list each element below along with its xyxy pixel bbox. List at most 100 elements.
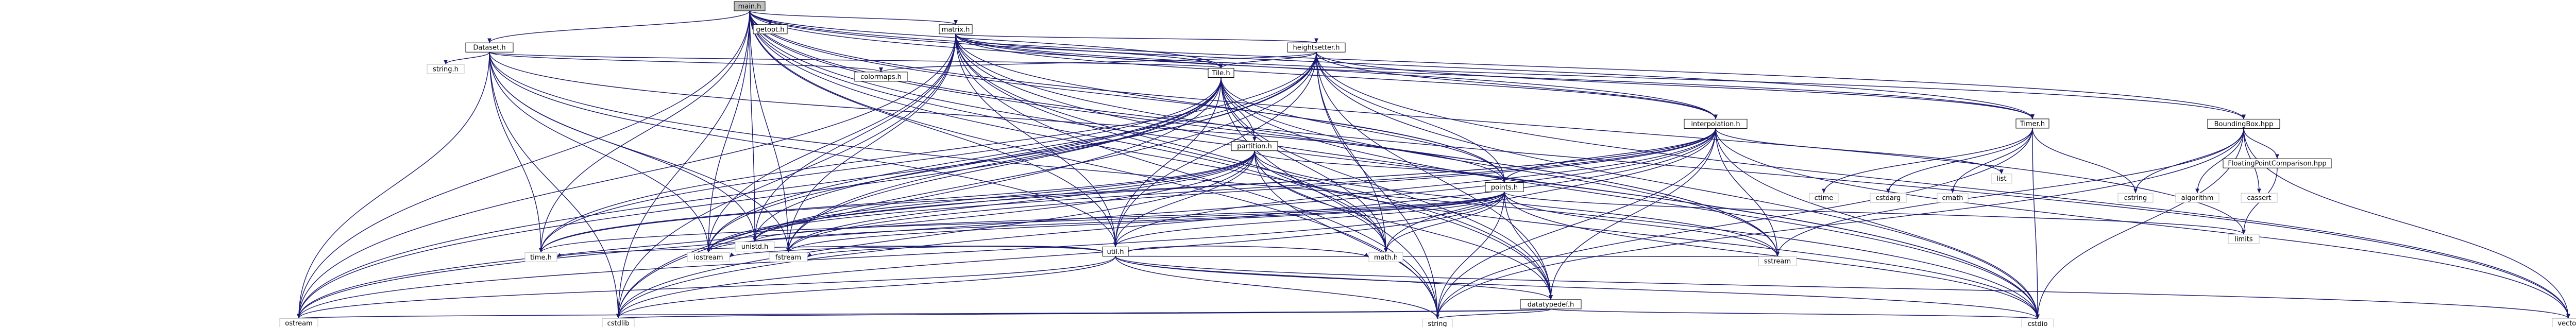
- edge-points-to-datatypedef: [1504, 192, 1553, 300]
- edge-matrix-to-cstdlib: [616, 33, 956, 319]
- edge-matrix-to-datatypedef: [955, 33, 1553, 300]
- node-ostream: ostream: [279, 318, 318, 327]
- node-label-time_h: time.h: [530, 254, 552, 262]
- edge-main-to-sstream: [749, 10, 1780, 257]
- node-box-datatypedef: [1520, 299, 1582, 309]
- edge-heightsetter-to-util: [1113, 52, 1317, 247]
- node-util[interactable]: util.h: [1102, 246, 1129, 256]
- edge-dataset-to-colormaps: [489, 51, 883, 73]
- node-label-util: util.h: [1107, 248, 1124, 256]
- edge-points-to-ostream: [297, 192, 1505, 319]
- edge-heightsetter-to-time_h: [539, 52, 1317, 253]
- node-label-points: points.h: [1491, 184, 1518, 192]
- edge-main-to-points: [749, 10, 1506, 183]
- edge-partition-to-points: [1254, 150, 1506, 183]
- edge-dataset-to-points: [489, 52, 1506, 183]
- edge-matrix-to-fstream: [786, 33, 956, 253]
- edge-matrix-to-points: [955, 33, 1506, 183]
- edge-boundingbox-to-cstdio: [2036, 128, 2244, 319]
- edge-matrix-to-iostream: [706, 33, 956, 253]
- edge-interpolation-to-ostream: [297, 128, 1716, 319]
- node-label-cassert: cassert: [2247, 195, 2271, 202]
- edge-partition-to-cstdio: [1254, 150, 2040, 319]
- edge-points-to-fstream: [786, 192, 1505, 253]
- node-label-colormaps: colormaps.h: [860, 73, 902, 81]
- node-timer[interactable]: Timer.h: [2015, 118, 2049, 129]
- edge-tile-to-sstream: [1221, 77, 1780, 257]
- edge-interpolation-to-iostream: [706, 128, 1716, 253]
- edge-heightsetter-to-colormaps: [879, 51, 1317, 73]
- node-label-interpolation: interpolation.h: [1691, 121, 1740, 128]
- node-box-algorithm: [2175, 193, 2219, 203]
- node-label-tile: Tile.h: [1211, 70, 1230, 77]
- edge-main-to-timer: [749, 10, 2035, 119]
- edge-tile-to-datatypedef: [1221, 77, 1553, 300]
- edge-dataset-to-cstdlib: [489, 52, 620, 319]
- node-heightsetter[interactable]: heightsetter.h: [1287, 42, 1346, 53]
- node-partition[interactable]: partition.h: [1231, 141, 1278, 151]
- node-boundingbox[interactable]: BoundingBox.hpp: [2207, 118, 2280, 129]
- edge-interpolation-to-datatypedef: [1549, 128, 1716, 300]
- edge-interpolation-to-math_h: [1384, 128, 1716, 253]
- node-points[interactable]: points.h: [1485, 182, 1524, 192]
- node-label-cstring: cstring: [2124, 195, 2147, 202]
- edge-dataset-to-time_h: [489, 52, 543, 253]
- node-label-sstream: sstream: [1764, 258, 1791, 266]
- edge-partition-to-datatypedef: [1254, 150, 1553, 300]
- edge-main-to-matrix: [749, 10, 958, 25]
- node-cstdarg: cstdarg: [1870, 193, 1907, 203]
- edge-main-to-limits: [749, 10, 2246, 234]
- edge-points-to-util: [1113, 192, 1505, 247]
- node-main[interactable]: main.h: [734, 1, 766, 11]
- edge-heightsetter-to-cstdlib: [616, 52, 1317, 319]
- node-dataset[interactable]: Dataset.h: [465, 42, 514, 53]
- node-label-cstdarg: cstdarg: [1876, 195, 1901, 202]
- node-label-vector: vector: [2557, 320, 2576, 327]
- edge-timer-to-cstdarg: [1886, 128, 2033, 194]
- node-box-getopt: [753, 24, 788, 35]
- edge-points-to-sstream: [1504, 192, 1780, 257]
- node-cstring: cstring: [2117, 193, 2154, 203]
- node-box-cstring: [2117, 193, 2154, 203]
- node-getopt[interactable]: getopt.h: [753, 24, 788, 35]
- node-matrix[interactable]: matrix.h: [939, 24, 973, 35]
- node-interpolation[interactable]: interpolation.h: [1684, 118, 1748, 129]
- edge-partition-to-unistd: [753, 150, 1255, 242]
- edge-util-to-iostream: [729, 246, 1103, 257]
- node-box-limits: [2228, 234, 2260, 244]
- node-label-partition: partition.h: [1237, 143, 1272, 150]
- node-box-timer: [2015, 118, 2049, 129]
- node-box-points: [1485, 182, 1524, 192]
- edge-dataset-to-tile: [489, 51, 1223, 69]
- edge-dataset-to-iostream: [489, 52, 710, 253]
- edge-partition-to-math_h: [1254, 150, 1388, 253]
- node-fpcompare[interactable]: FloatingPointComparison.hpp: [2223, 158, 2332, 168]
- edge-heightsetter-to-tile: [1219, 51, 1317, 69]
- edge-points-to-unistd: [753, 192, 1505, 242]
- edge-heightsetter-to-cstdio: [1316, 52, 2040, 319]
- node-string_h: string.h: [427, 64, 465, 74]
- edge-heightsetter-to-math_h: [1316, 52, 1388, 253]
- node-label-iostream: iostream: [693, 254, 723, 262]
- node-tile[interactable]: Tile.h: [1208, 67, 1234, 78]
- edge-heightsetter-to-timer: [1316, 52, 2035, 119]
- node-label-timer: Timer.h: [2020, 120, 2045, 128]
- edge-main-to-boundingbox: [749, 10, 2246, 119]
- edge-tile-to-math_h: [1221, 77, 1388, 253]
- node-limits: limits: [2228, 234, 2260, 244]
- node-colormaps[interactable]: colormaps.h: [854, 72, 908, 82]
- node-datatypedef[interactable]: datatypedef.h: [1520, 299, 1582, 309]
- edge-datatypedef-to-string: [1435, 308, 1551, 319]
- edge-datatypedef-to-cstdlib: [617, 308, 1551, 319]
- edge-dataset-to-ostream: [297, 52, 490, 319]
- edge-points-to-cstdio: [1504, 192, 2040, 319]
- node-unistd: unistd.h: [735, 242, 775, 252]
- edge-heightsetter-to-points: [1316, 52, 1506, 183]
- edge-interpolation-to-list: [1715, 128, 2004, 174]
- node-label-boundingbox: BoundingBox.hpp: [2214, 121, 2274, 128]
- node-box-unistd: [735, 242, 775, 252]
- node-algorithm: algorithm: [2175, 193, 2219, 203]
- edge-heightsetter-to-iostream: [706, 52, 1317, 253]
- node-box-partition: [1231, 141, 1278, 151]
- node-string: string: [1422, 318, 1453, 327]
